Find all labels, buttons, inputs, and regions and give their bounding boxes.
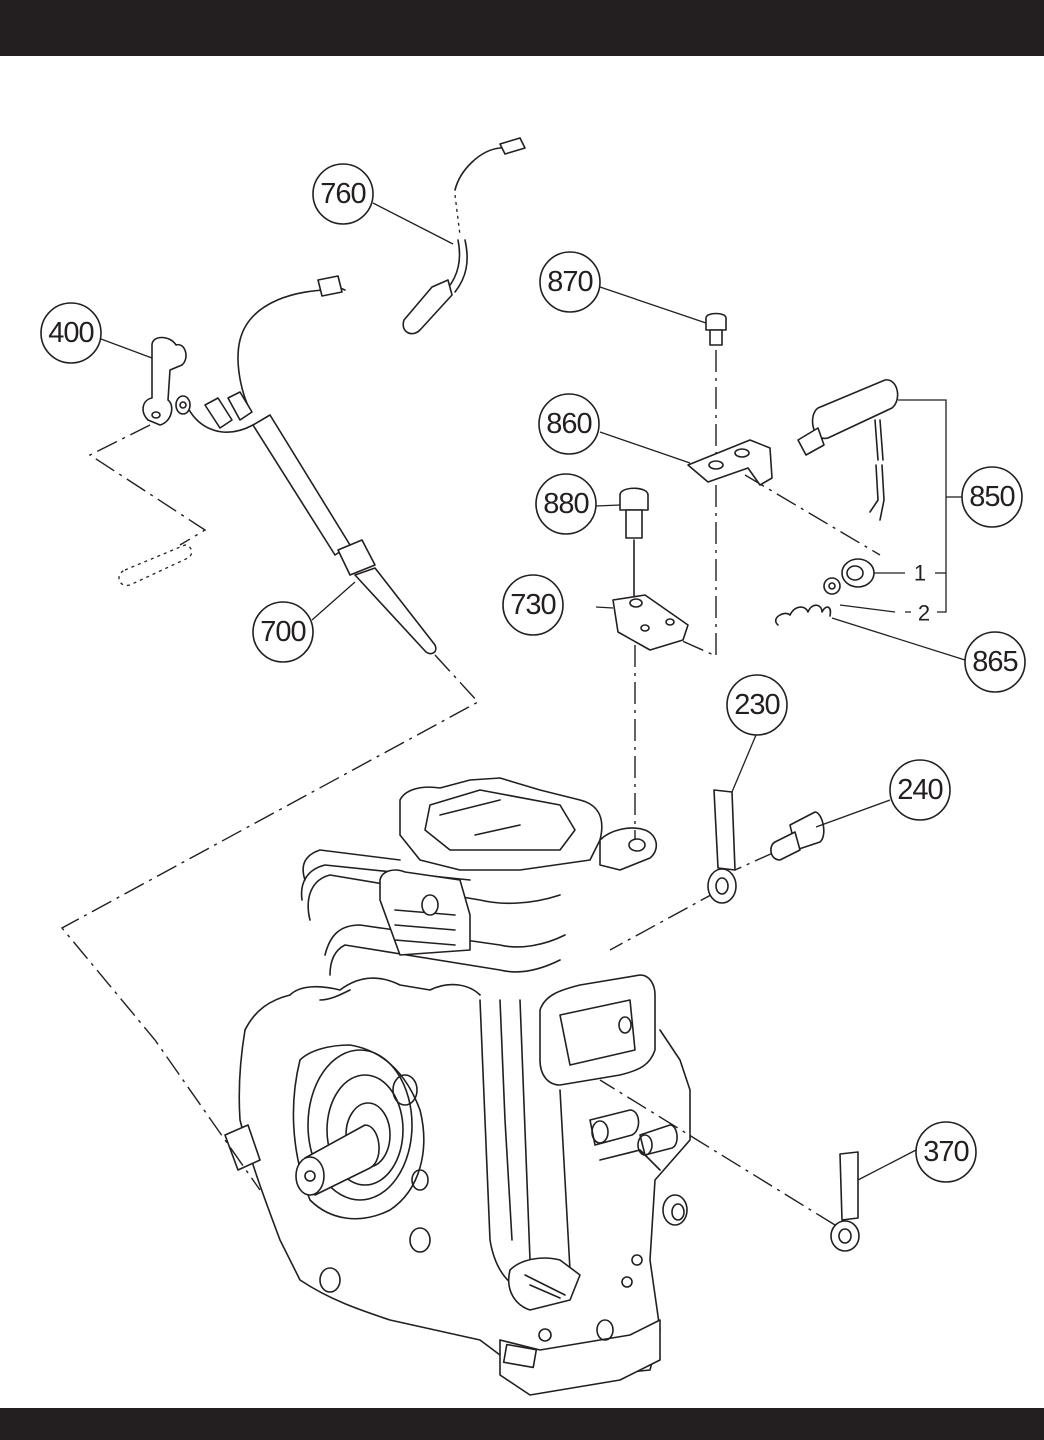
leader-lines bbox=[100, 202, 966, 1181]
sub-label-1-text: 1 bbox=[914, 561, 926, 586]
callout-240[interactable]: 240 bbox=[889, 759, 951, 821]
sub-label-2: 2 bbox=[911, 601, 937, 626]
part-880-bolt bbox=[619, 487, 649, 601]
callout-230-label: 230 bbox=[734, 689, 779, 721]
part-760-cord bbox=[402, 137, 526, 335]
engine-block bbox=[224, 777, 691, 1396]
callout-400-label: 400 bbox=[48, 317, 93, 349]
callout-870-label: 870 bbox=[547, 266, 592, 298]
callout-860[interactable]: 860 bbox=[538, 393, 600, 455]
callout-880-label: 880 bbox=[543, 488, 588, 520]
callout-860-label: 860 bbox=[546, 408, 591, 440]
callout-870[interactable]: 870 bbox=[539, 251, 601, 313]
callout-760[interactable]: 760 bbox=[312, 163, 374, 225]
callout-370-label: 370 bbox=[923, 1136, 968, 1168]
callout-700[interactable]: 700 bbox=[252, 601, 314, 663]
callout-880[interactable]: 880 bbox=[535, 473, 597, 535]
callout-760-label: 760 bbox=[320, 178, 365, 210]
part-860-bracket bbox=[687, 439, 773, 486]
nut-and-washer bbox=[823, 558, 875, 595]
callout-240-label: 240 bbox=[897, 774, 942, 806]
callout-370[interactable]: 370 bbox=[915, 1121, 977, 1183]
sub-label-1: 1 bbox=[907, 561, 933, 586]
header-band bbox=[0, 0, 1044, 56]
part-240-bolt bbox=[770, 811, 825, 861]
assembly-lines bbox=[60, 350, 881, 1226]
callout-700-label: 700 bbox=[260, 616, 305, 648]
part-865-spring bbox=[774, 604, 832, 626]
footer-band bbox=[0, 1408, 1044, 1440]
part-370-terminal bbox=[830, 1151, 860, 1252]
part-700-harness bbox=[187, 275, 437, 655]
callout-865-label: 865 bbox=[972, 646, 1017, 678]
part-730-plate bbox=[612, 594, 689, 651]
part-400-clamp bbox=[118, 336, 193, 587]
sub-label-2-text: 2 bbox=[918, 601, 930, 626]
callout-400[interactable]: 400 bbox=[40, 302, 102, 364]
part-850-solenoid bbox=[797, 379, 899, 521]
callout-865[interactable]: 865 bbox=[964, 631, 1026, 693]
callout-850[interactable]: 850 bbox=[961, 466, 1023, 528]
callout-230[interactable]: 230 bbox=[726, 674, 788, 736]
part-230-terminal bbox=[707, 789, 737, 904]
callout-730[interactable]: 730 bbox=[502, 574, 564, 636]
part-870-bolt bbox=[705, 312, 727, 346]
callout-850-label: 850 bbox=[969, 481, 1014, 513]
callout-730-label: 730 bbox=[510, 589, 555, 621]
